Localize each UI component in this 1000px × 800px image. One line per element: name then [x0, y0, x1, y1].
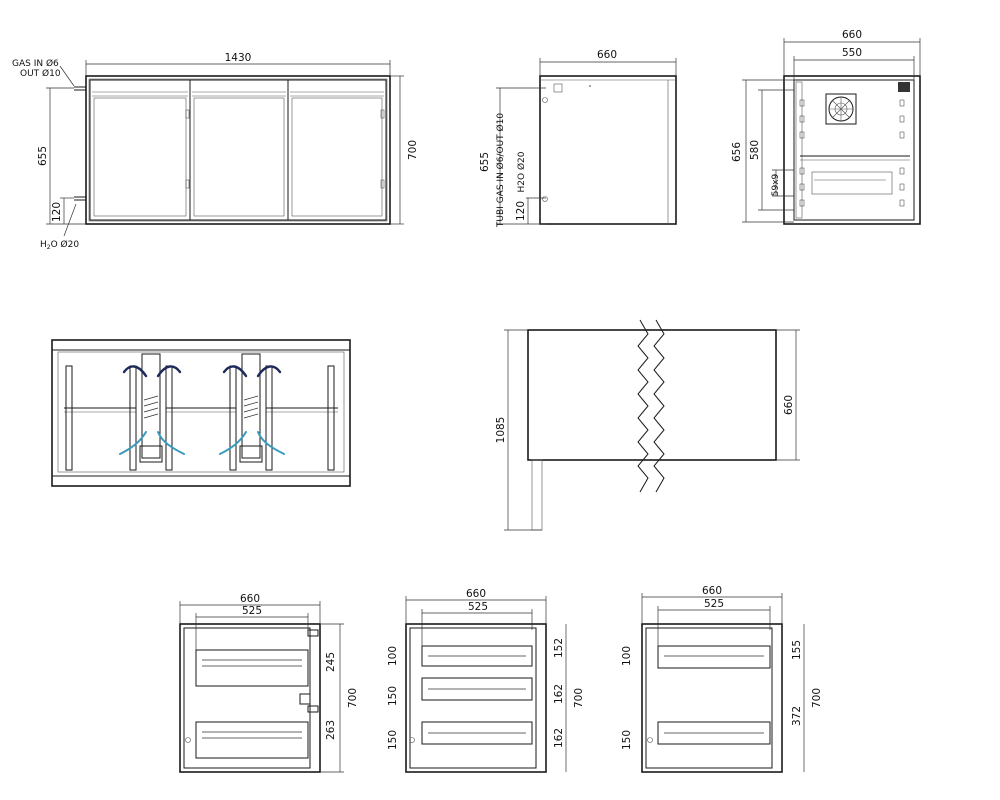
side-view: 660 655 120 TUBI GAS IN Ø6/OUT Ø10 H2O Ø…: [479, 49, 677, 228]
d1-inner-width-label: 525: [242, 605, 262, 617]
d3-left-1-label: 100: [621, 646, 633, 666]
front-door-3: [287, 79, 387, 221]
side-655-label: 655: [479, 152, 491, 172]
front-120-label: 120: [51, 202, 63, 222]
airflow-section: [51, 339, 351, 487]
front-door-1: [89, 79, 191, 221]
top-length-label: 1085: [495, 417, 507, 444]
d3-right-1-label: 155: [791, 640, 803, 660]
front-height-label: 700: [407, 140, 419, 160]
drawer-view-3: 660 525 700 100 150 155 372: [621, 585, 823, 773]
d2-height-label: 700: [573, 688, 585, 708]
drawer-view-1: 660 525 700 245 263: [179, 593, 359, 773]
side-width-label: 660: [597, 49, 617, 61]
d2-left-3-label: 150: [387, 730, 399, 750]
top-depth-label: 660: [783, 395, 795, 415]
d1-height-label: 700: [347, 688, 359, 708]
interior-inner-width-label: 550: [842, 47, 862, 59]
d3-right-2-label: 372: [791, 706, 803, 726]
d2-inner-width-label: 525: [468, 601, 488, 613]
d2-outer-width-label: 660: [466, 588, 486, 600]
gas-in-label: GAS IN Ø6: [12, 58, 59, 69]
front-655-label: 655: [37, 146, 49, 166]
front-view: 1430 700 655 120 GAS IN Ø6 OUT Ø10 H2O Ø…: [12, 52, 419, 251]
d2-left-2-label: 150: [387, 686, 399, 706]
h2o-label: H2O Ø20: [40, 239, 79, 251]
interior-slot-label: 59x9: [771, 173, 781, 196]
front-width-label: 1430: [225, 52, 252, 64]
top-view: 1085 660: [495, 319, 800, 531]
interior-view: 660 550 656 580 59x9: [731, 29, 921, 225]
drawer-view-2: 660 525 700 100 150 150 152 162 162: [387, 588, 585, 773]
front-door-2: [189, 79, 289, 221]
d3-outer-width-label: 660: [702, 585, 722, 597]
side-h2o-label: H2O Ø20: [516, 151, 527, 192]
side-120-label: 120: [515, 201, 527, 221]
gas-out-label: OUT Ø10: [20, 68, 61, 79]
d2-right-3-label: 162: [553, 728, 565, 748]
d1-lower-label: 263: [325, 720, 337, 740]
d3-left-2-label: 150: [621, 730, 633, 750]
interior-outer-height-label: 656: [731, 142, 743, 162]
tubi-label: TUBI GAS IN Ø6/OUT Ø10: [495, 113, 506, 228]
d2-left-1-label: 100: [387, 646, 399, 666]
d2-right-1-label: 152: [553, 638, 565, 658]
interior-outer-width-label: 660: [842, 29, 862, 41]
interior-inner-height-label: 580: [749, 140, 761, 160]
d2-right-2-label: 162: [553, 684, 565, 704]
d3-inner-width-label: 525: [704, 598, 724, 610]
d3-height-label: 700: [811, 688, 823, 708]
d1-outer-width-label: 660: [240, 593, 260, 605]
d1-upper-label: 245: [325, 652, 337, 672]
